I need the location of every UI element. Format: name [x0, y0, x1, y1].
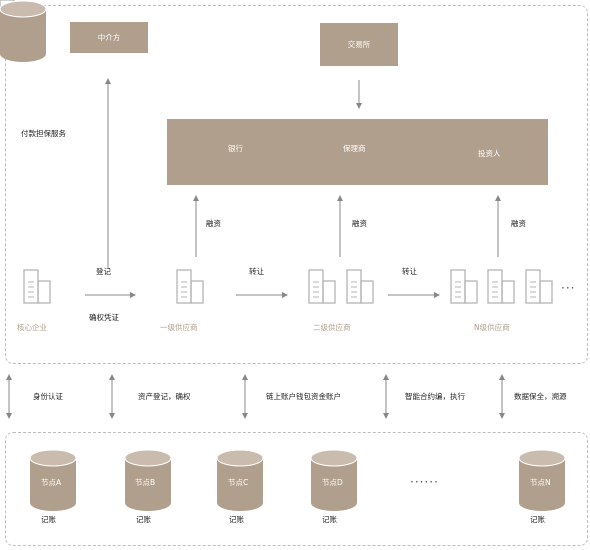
more-nodes-ellipsis: ······: [410, 475, 439, 489]
node-d-label: 节点D: [322, 478, 343, 487]
exchange-box: 交易所: [320, 23, 398, 66]
tier1-supplier-label: 一级供应商: [160, 323, 198, 332]
payment-guarantee-text: 付款担保服务: [21, 129, 66, 138]
node-a-label: 节点A: [41, 478, 62, 487]
financing-label-1: 融资: [206, 219, 221, 228]
transfer-label-1: 转让: [249, 267, 264, 276]
tier2-supplier-label: 二级供应商: [313, 323, 351, 332]
tierN-building-icon-c: [525, 269, 553, 304]
bank-label: 银行: [228, 144, 243, 153]
financing-label-3: 融资: [511, 219, 526, 228]
node-b-label: 节点B: [135, 478, 156, 487]
node-n-label: 节点N: [530, 478, 551, 487]
more-suppliers-ellipsis: ···: [561, 281, 576, 295]
intermediary-label: 中介方: [97, 33, 121, 42]
tier1-building-icon: [176, 269, 204, 304]
financing-label-2: 融资: [352, 219, 367, 228]
service-data-preservation: 数据保全，溯源: [514, 392, 567, 401]
core-enterprise-label: 核心企业: [17, 323, 47, 332]
service-chain-account: 链上账户钱包资金账户: [266, 392, 341, 401]
transfer-label-2: 转让: [402, 267, 417, 276]
node-a-caption: 记账: [41, 515, 56, 524]
node-c-label: 节点C: [228, 478, 249, 487]
register-label: 登记: [96, 267, 111, 276]
confirm-credential-label: 确权凭证: [89, 313, 119, 322]
ledger-layer-frame: [5, 432, 588, 546]
investor-label: 投资人: [478, 149, 501, 158]
tierN-supplier-label: N级供应商: [474, 323, 510, 332]
tierN-building-icon-b: [487, 269, 515, 304]
finance-institutions-bar: 银行 保理商 投资人: [167, 119, 548, 185]
intermediary-box: 中介方: [70, 22, 148, 53]
tier2-building-icon-b: [346, 269, 374, 304]
service-asset-registration: 资产登记，确权: [138, 392, 191, 401]
tierN-building-icon-a: [450, 269, 478, 304]
factoring-label: 保理商: [343, 144, 366, 153]
exchange-label: 交易所: [347, 40, 371, 49]
node-c-caption: 记账: [229, 515, 244, 524]
core-building-icon: [23, 269, 51, 304]
tier2-building-icon-a: [308, 269, 336, 304]
service-smart-contract: 智能合约编，执行: [405, 392, 465, 401]
service-identity-auth: 身份认证: [33, 392, 63, 401]
node-b-caption: 记账: [136, 515, 151, 524]
business-layer-frame: [5, 5, 588, 364]
node-d-caption: 记账: [322, 515, 337, 524]
node-n-caption: 记账: [530, 515, 545, 524]
